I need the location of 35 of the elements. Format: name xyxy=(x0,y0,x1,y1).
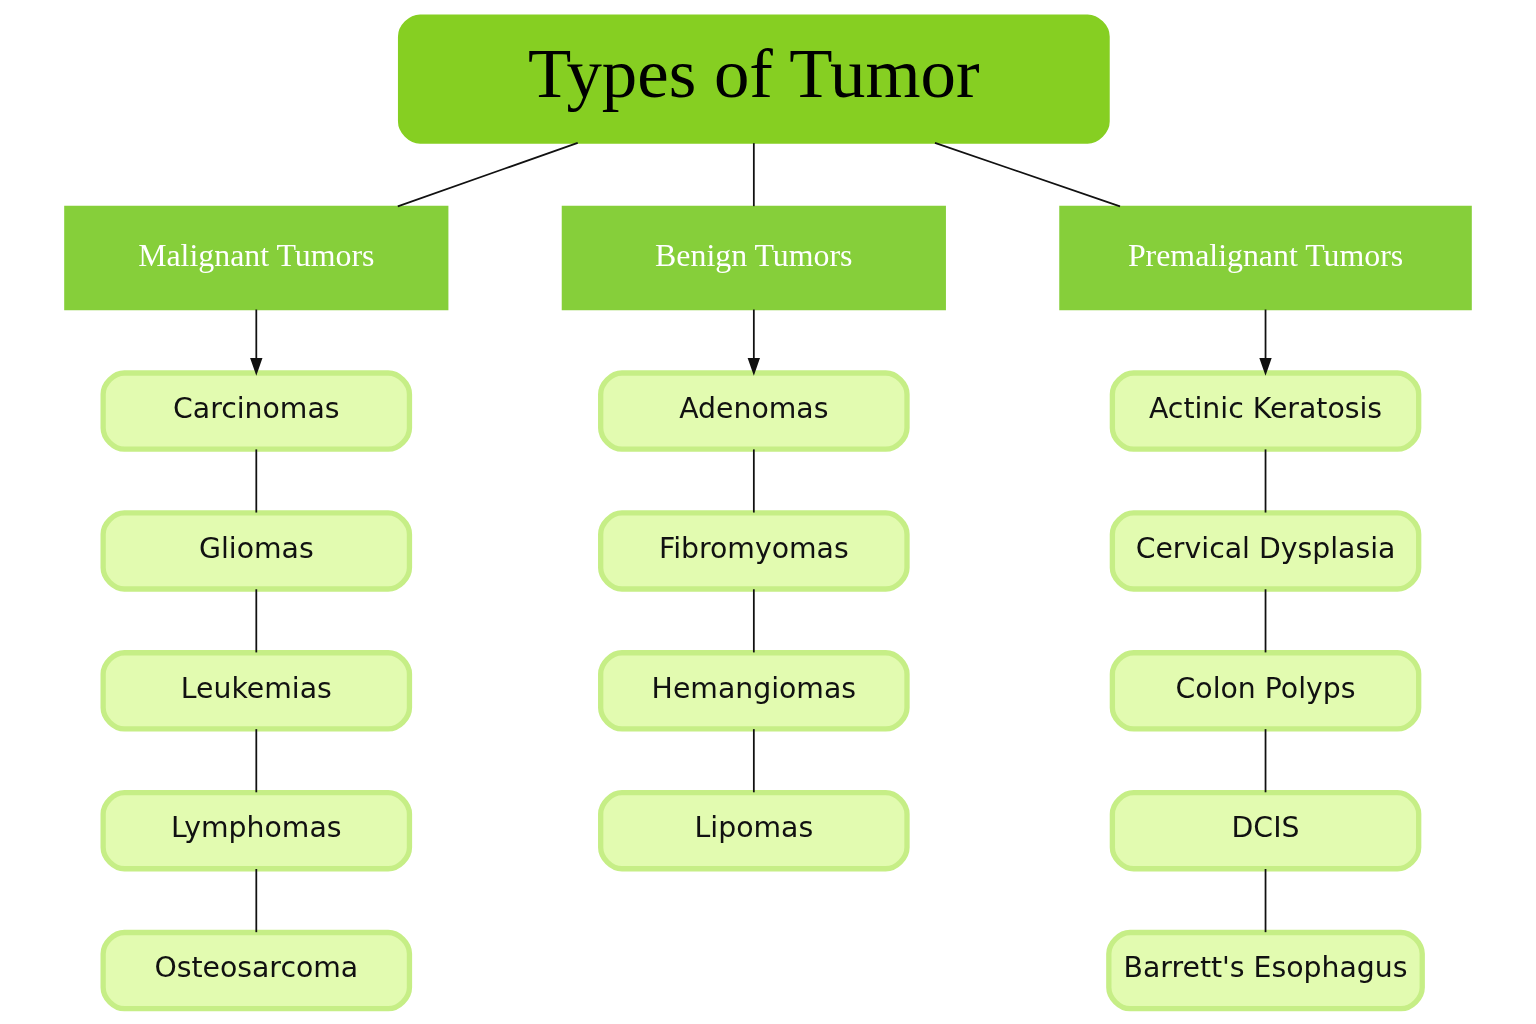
connector xyxy=(255,448,258,514)
arrow xyxy=(1259,308,1272,376)
node-box: Lymphomas xyxy=(100,790,413,872)
node-box: Benign Tumors xyxy=(561,205,946,311)
node-box: Barrett's Esophagus xyxy=(1106,929,1425,1012)
node-box: Gliomas xyxy=(100,510,413,592)
node-box: Osteosarcoma xyxy=(100,929,413,1012)
connector xyxy=(752,142,755,208)
connector xyxy=(255,728,258,794)
connector xyxy=(1264,588,1267,654)
node-box: Lipomas xyxy=(598,790,910,872)
connector xyxy=(396,142,579,208)
arrow xyxy=(747,308,761,376)
node-box: Cervical Dysplasia xyxy=(1109,510,1422,592)
node-box: Fibromyomas xyxy=(598,510,910,592)
node-box: Premalignant Tumors xyxy=(1059,205,1472,311)
connector xyxy=(255,588,258,654)
node-box: Leukemias xyxy=(100,650,413,732)
node-box: Adenomas xyxy=(598,370,910,452)
connector xyxy=(752,588,755,654)
connector xyxy=(934,142,1121,208)
connector xyxy=(1264,448,1267,514)
node-box: Actinic Keratosis xyxy=(1109,370,1422,452)
node-box: DCIS xyxy=(1109,790,1422,872)
arrow xyxy=(250,308,263,376)
node-box: Colon Polyps xyxy=(1109,650,1422,732)
connector xyxy=(1264,868,1267,934)
connector xyxy=(752,728,755,794)
connector xyxy=(1264,728,1267,794)
connector xyxy=(752,448,755,514)
node-box: Carcinomas xyxy=(100,370,413,452)
connector xyxy=(255,868,258,934)
node-box: Types of Tumor xyxy=(397,14,1110,144)
node-box: Malignant Tumors xyxy=(64,205,449,311)
node-box: Hemangiomas xyxy=(598,650,910,732)
